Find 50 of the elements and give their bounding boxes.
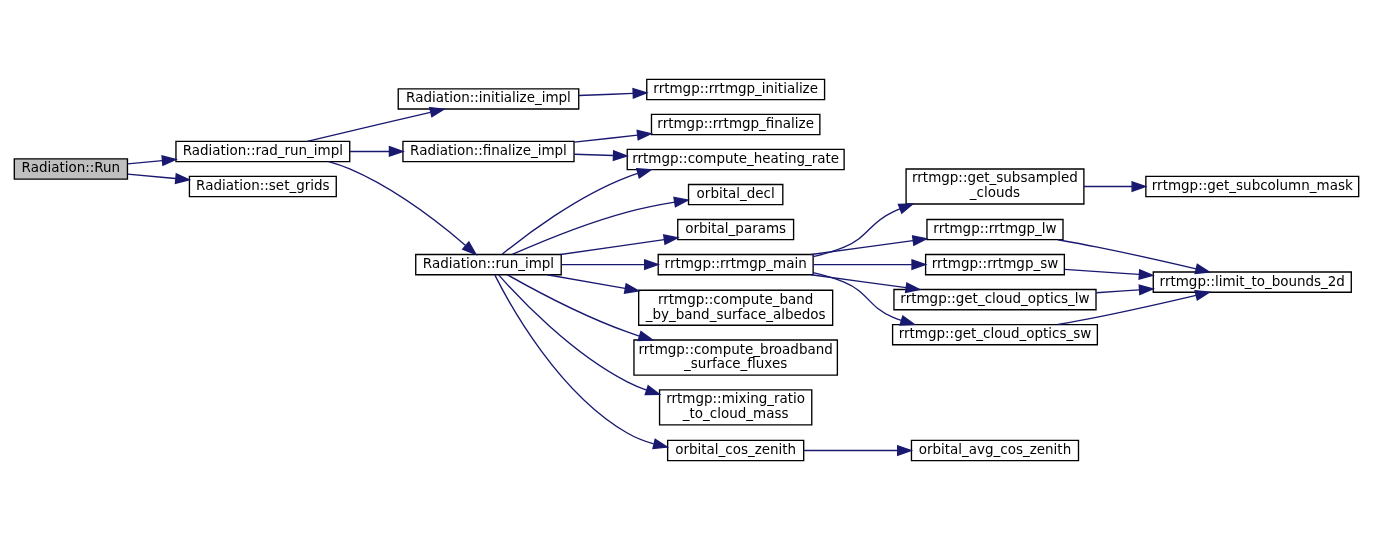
arrow — [511, 196, 691, 255]
node-box: rrtmgp::rrtmgp_finalize — [650, 113, 821, 135]
node-box: rrtmgp::rrtmgp_main — [657, 253, 814, 275]
node-box: Radiation::rad_run_impl — [175, 140, 351, 162]
arrow — [810, 234, 929, 255]
arrow — [812, 258, 928, 270]
arrow — [812, 271, 917, 326]
arrow — [327, 160, 478, 256]
node-box: rrtmgp::rrtmgp_lw — [926, 218, 1064, 240]
node-box: Radiation::Run — [13, 157, 129, 180]
node-box: rrtmgp::get_subsampled _clouds — [905, 167, 1085, 205]
arrow — [810, 273, 922, 293]
arrow — [573, 149, 629, 161]
arrow — [1095, 283, 1156, 295]
node-box: orbital_avg_cos_zenith — [910, 439, 1080, 461]
node-box: rrtmgp::get_subcolumn_mask — [1145, 175, 1360, 197]
node-box: rrtmgp::compute_band _by_band_surface_albedos — [638, 289, 834, 326]
arrow — [1057, 238, 1212, 274]
arrow — [497, 273, 662, 395]
node-box: rrtmgp::rrtmgp_initialize — [646, 78, 826, 100]
arrow — [126, 172, 192, 184]
arrow — [1063, 268, 1155, 280]
arrow — [349, 145, 405, 157]
arrow — [578, 87, 649, 99]
arrow — [559, 233, 680, 255]
node-box: Radiation::initialize_impl — [397, 87, 580, 110]
arrow — [546, 273, 641, 294]
node-box: rrtmgp::compute_heating_rate — [626, 148, 845, 170]
node-box: rrtmgp::compute_broadband _surface_fluxes — [633, 338, 839, 376]
node-box: orbital_params — [677, 218, 795, 240]
arrow — [506, 273, 655, 341]
arrow — [561, 258, 661, 270]
arrow — [812, 202, 915, 257]
arrow — [1083, 180, 1148, 192]
arrow — [494, 273, 670, 449]
node-box: orbital_cos_zenith — [666, 439, 805, 461]
node-box: rrtmgp::mixing_ratio _to_cloud_mass — [658, 388, 813, 426]
node-box: Radiation::run_impl — [415, 253, 562, 275]
arrow — [126, 154, 178, 166]
node-box: Radiation::set_grids — [188, 175, 337, 197]
node-box: rrtmgp::get_cloud_optics_lw — [893, 288, 1097, 310]
node-box: rrtmgp::rrtmgp_sw — [924, 253, 1066, 275]
arrow — [573, 129, 654, 143]
arrow — [803, 444, 914, 456]
node-box: orbital_decl — [687, 183, 784, 205]
arrow — [501, 167, 653, 255]
node-box: rrtmgp::get_cloud_optics_sw — [891, 323, 1099, 345]
node-box: Radiation::finalize_impl — [402, 140, 575, 162]
arrow — [306, 106, 446, 142]
node-box: rrtmgp::limit_to_bounds_2d — [1152, 270, 1352, 293]
